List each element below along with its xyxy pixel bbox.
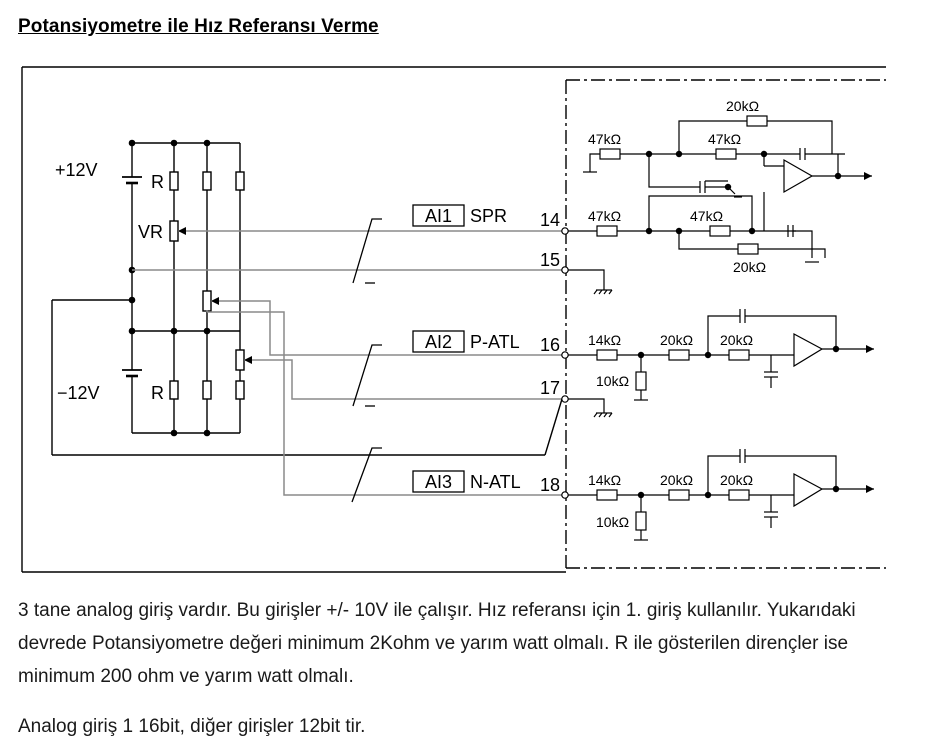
label-s1-bottom: 20kΩ <box>733 259 766 275</box>
label-vr: VR <box>138 222 163 242</box>
label-ai3-tag: AI3 <box>425 472 452 492</box>
resolution-note: Analog giriş 1 16bit, diğer girişler 12b… <box>18 716 366 737</box>
label-s3-r3: 20kΩ <box>720 472 753 488</box>
signal-wires <box>132 230 562 496</box>
ground-symbols <box>568 269 613 418</box>
label-s3-r2: 20kΩ <box>660 472 693 488</box>
label-ai3-name: N-ATL <box>470 472 521 492</box>
label-ai1-name: SPR <box>470 206 507 226</box>
diagram-frame <box>21 66 886 573</box>
stage1-circuit <box>568 115 872 263</box>
stage3-circuit <box>568 449 874 541</box>
label-ai3-terminal: 18 <box>540 475 560 495</box>
label-s2-r1: 14kΩ <box>588 332 621 348</box>
circuit-diagram: +12V −12V R VR R AI1 SPR 14 15 AI2 P-ATL… <box>21 66 886 573</box>
label-s3-shunt: 10kΩ <box>596 514 629 530</box>
cable-break-marks <box>351 218 382 503</box>
label-ai2-terminal: 16 <box>540 335 560 355</box>
supply-network <box>51 139 545 456</box>
label-minus-12v: −12V <box>57 383 100 403</box>
label-ai1-tag: AI1 <box>425 206 452 226</box>
crossing-wire <box>544 398 563 456</box>
label-ai1-terminal: 14 <box>540 210 560 230</box>
label-ai2-name: P-ATL <box>470 332 520 352</box>
label-s3-r1: 14kΩ <box>588 472 621 488</box>
page-title: Potansiyometre ile Hız Referansı Verme <box>18 16 379 37</box>
input-tag-boxes <box>412 204 465 493</box>
diagram-labels: +12V −12V R VR R AI1 SPR 14 15 AI2 P-ATL… <box>55 160 560 495</box>
label-r-top: R <box>151 172 164 192</box>
label-s1-series-b: 47kΩ <box>690 208 723 224</box>
label-s1-feedback-a: 47kΩ <box>708 131 741 147</box>
label-s2-r2: 20kΩ <box>660 332 693 348</box>
label-s1-input-b: 47kΩ <box>588 208 621 224</box>
label-s2-shunt: 10kΩ <box>596 373 629 389</box>
description-paragraph: 3 tane analog giriş vardır. Bu girişler … <box>18 600 856 687</box>
wiper-arrows <box>178 227 252 364</box>
label-s1-top-feedback: 20kΩ <box>726 98 759 114</box>
inverter-boundary <box>565 79 886 569</box>
terminals <box>561 227 569 499</box>
label-ai2-tag: AI2 <box>425 332 452 352</box>
label-s2-r3: 20kΩ <box>720 332 753 348</box>
resistor-value-labels: 20kΩ 47kΩ 47kΩ 47kΩ 47kΩ 20kΩ 14kΩ 20kΩ … <box>588 98 766 530</box>
label-r-bottom: R <box>151 383 164 403</box>
stage2-circuit <box>568 309 874 401</box>
label-terminal-15: 15 <box>540 250 560 270</box>
label-plus-12v: +12V <box>55 160 98 180</box>
label-s1-input-a: 47kΩ <box>588 131 621 147</box>
label-terminal-17: 17 <box>540 378 560 398</box>
